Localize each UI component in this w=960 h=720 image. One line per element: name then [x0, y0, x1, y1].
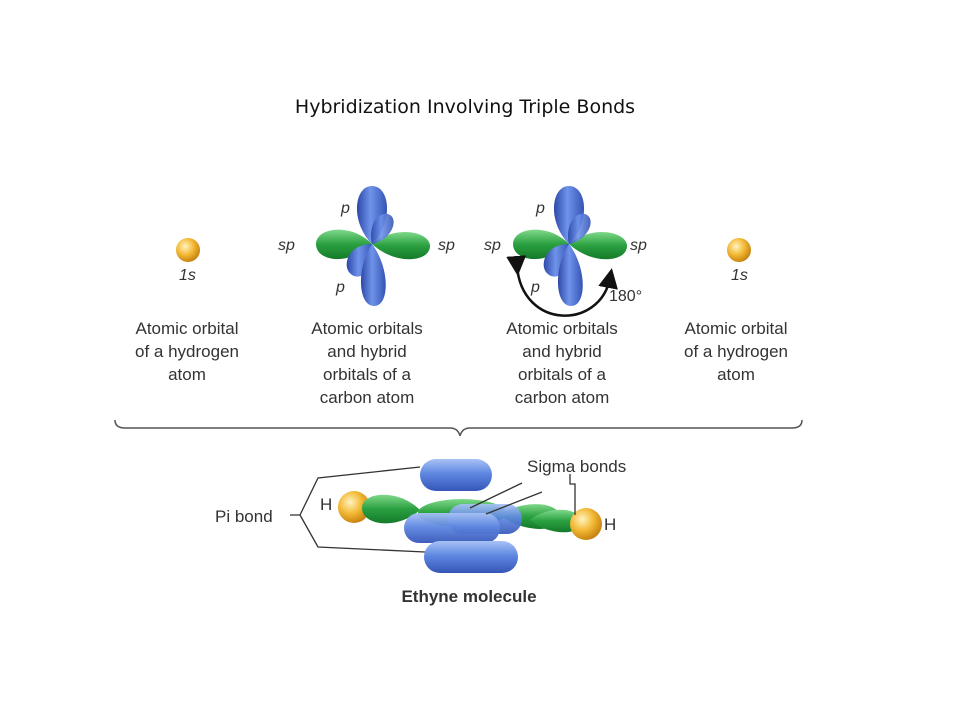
angle-arrow-icon: [506, 255, 618, 317]
svg-text:Atomic orbitals: Atomic orbitals: [311, 319, 422, 338]
hydrogen-left-label: H: [320, 495, 332, 514]
svg-text:atom: atom: [168, 365, 206, 384]
s-orbital-icon: [176, 238, 200, 262]
pi-tube-front-icon: [404, 513, 500, 543]
sp-lobe-right-icon: [569, 231, 627, 260]
svg-text:Atomic orbitals: Atomic orbitals: [506, 319, 617, 338]
caption-hydrogen-right: Atomic orbital of a hydrogen atom: [684, 319, 788, 384]
sigma-lobe-left-icon: [362, 494, 420, 524]
ethyne-molecule: Pi bond Sigma bonds H H Ethyne molecule: [215, 457, 626, 606]
s-orbital-label: 1s: [179, 267, 196, 284]
svg-text:sp: sp: [438, 237, 455, 254]
svg-text:sp: sp: [630, 237, 647, 254]
pi-tube-top-icon: [420, 459, 492, 491]
pi-bond-label: Pi bond: [215, 507, 273, 526]
carbon-orbitals-right: p sp sp p 180°: [484, 186, 647, 317]
pi-tube-bottom-icon: [424, 541, 518, 573]
molecule-name: Ethyne molecule: [401, 587, 536, 606]
svg-text:sp: sp: [484, 237, 501, 254]
hydrogen-atom-left: 1s: [176, 238, 200, 284]
caption-hydrogen-left: Atomic orbital of a hydrogen atom: [135, 319, 239, 384]
svg-text:Atomic orbital: Atomic orbital: [136, 319, 239, 338]
sigma-bonds-leaders: [469, 474, 576, 515]
sigma-bonds-label: Sigma bonds: [527, 457, 626, 476]
svg-text:p: p: [535, 200, 545, 217]
s-orbital-label: 1s: [731, 267, 748, 284]
hydrogen-right-icon: [570, 508, 602, 540]
svg-text:carbon atom: carbon atom: [515, 388, 610, 407]
p-lobe-back-icon: [567, 213, 591, 244]
hydrogen-right-label: H: [604, 515, 616, 534]
sp-lobe-right-icon: [372, 231, 430, 260]
caption-carbon-right: Atomic orbitals and hybrid orbitals of a…: [506, 319, 617, 407]
page-title: Hybridization Involving Triple Bonds: [294, 96, 636, 118]
caption-carbon-left: Atomic orbitals and hybrid orbitals of a…: [311, 319, 422, 407]
svg-text:of a hydrogen: of a hydrogen: [135, 342, 239, 361]
hydrogen-atom-right: 1s: [727, 238, 751, 284]
svg-text:p: p: [340, 200, 350, 217]
svg-text:p: p: [530, 279, 540, 296]
svg-text:atom: atom: [717, 365, 755, 384]
svg-text:carbon atom: carbon atom: [320, 388, 415, 407]
svg-text:and hybrid: and hybrid: [327, 342, 406, 361]
svg-text:Atomic orbital: Atomic orbital: [685, 319, 788, 338]
angle-label: 180°: [609, 288, 642, 305]
p-lobe-down-icon: [360, 244, 386, 306]
svg-text:p: p: [335, 279, 345, 296]
pi-bond-bracket: [290, 466, 426, 553]
svg-text:orbitals of a: orbitals of a: [323, 365, 411, 384]
svg-text:of a hydrogen: of a hydrogen: [684, 342, 788, 361]
grouping-brace: [114, 419, 803, 437]
p-lobe-back-icon: [370, 213, 394, 244]
svg-text:sp: sp: [278, 237, 295, 254]
svg-text:and hybrid: and hybrid: [522, 342, 601, 361]
carbon-orbitals-left: p sp sp p: [278, 186, 455, 306]
sigma-lobe-far-right-icon: [530, 509, 582, 533]
svg-text:orbitals of a: orbitals of a: [518, 365, 606, 384]
hydrogen-left-icon: [338, 491, 370, 523]
s-orbital-icon: [727, 238, 751, 262]
